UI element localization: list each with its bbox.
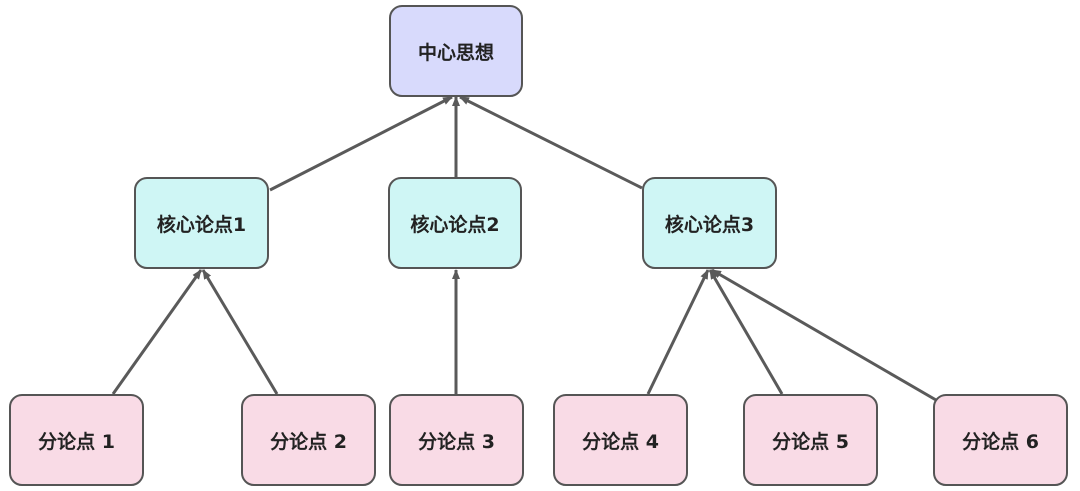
sub-node-5-label: 分论点 5 [772, 430, 849, 453]
sub-node-3: 分论点 3 [389, 394, 524, 486]
core-node-2-label: 核心论点2 [410, 213, 500, 236]
core-node-3: 核心论点3 [642, 177, 777, 269]
core-node-1-label: 核心论点1 [156, 213, 247, 236]
sub-node-4-label: 分论点 4 [582, 430, 659, 453]
sub-node-5: 分论点 5 [743, 394, 878, 486]
core-node-1: 核心论点1 [134, 177, 269, 269]
sub-node-6: 分论点 6 [933, 394, 1068, 486]
edge-sub1-to-core1 [111, 269, 203, 395]
sub-node-4: 分论点 4 [553, 394, 688, 486]
sub-node-6-label: 分论点 6 [962, 430, 1039, 453]
root-node: 中心思想 [389, 5, 523, 97]
sub-node-1: 分论点 1 [9, 394, 144, 486]
sub-node-2-label: 分论点 2 [270, 430, 347, 453]
edge-core3-to-root [459, 95, 643, 190]
edge-core1-to-root [269, 95, 453, 192]
root-node-label: 中心思想 [417, 41, 494, 64]
edge-sub2-to-core1 [201, 269, 279, 395]
edge-sub4-to-core3 [646, 269, 710, 395]
edge-sub5-to-core3 [708, 269, 784, 395]
core-node-2: 核心论点2 [388, 177, 522, 269]
sub-node-1-label: 分论点 1 [38, 430, 115, 453]
core-node-3-label: 核心论点3 [664, 213, 755, 236]
edge-sub6-to-core3 [711, 268, 937, 402]
sub-node-3-label: 分论点 3 [418, 430, 495, 453]
sub-node-2: 分论点 2 [241, 394, 376, 486]
